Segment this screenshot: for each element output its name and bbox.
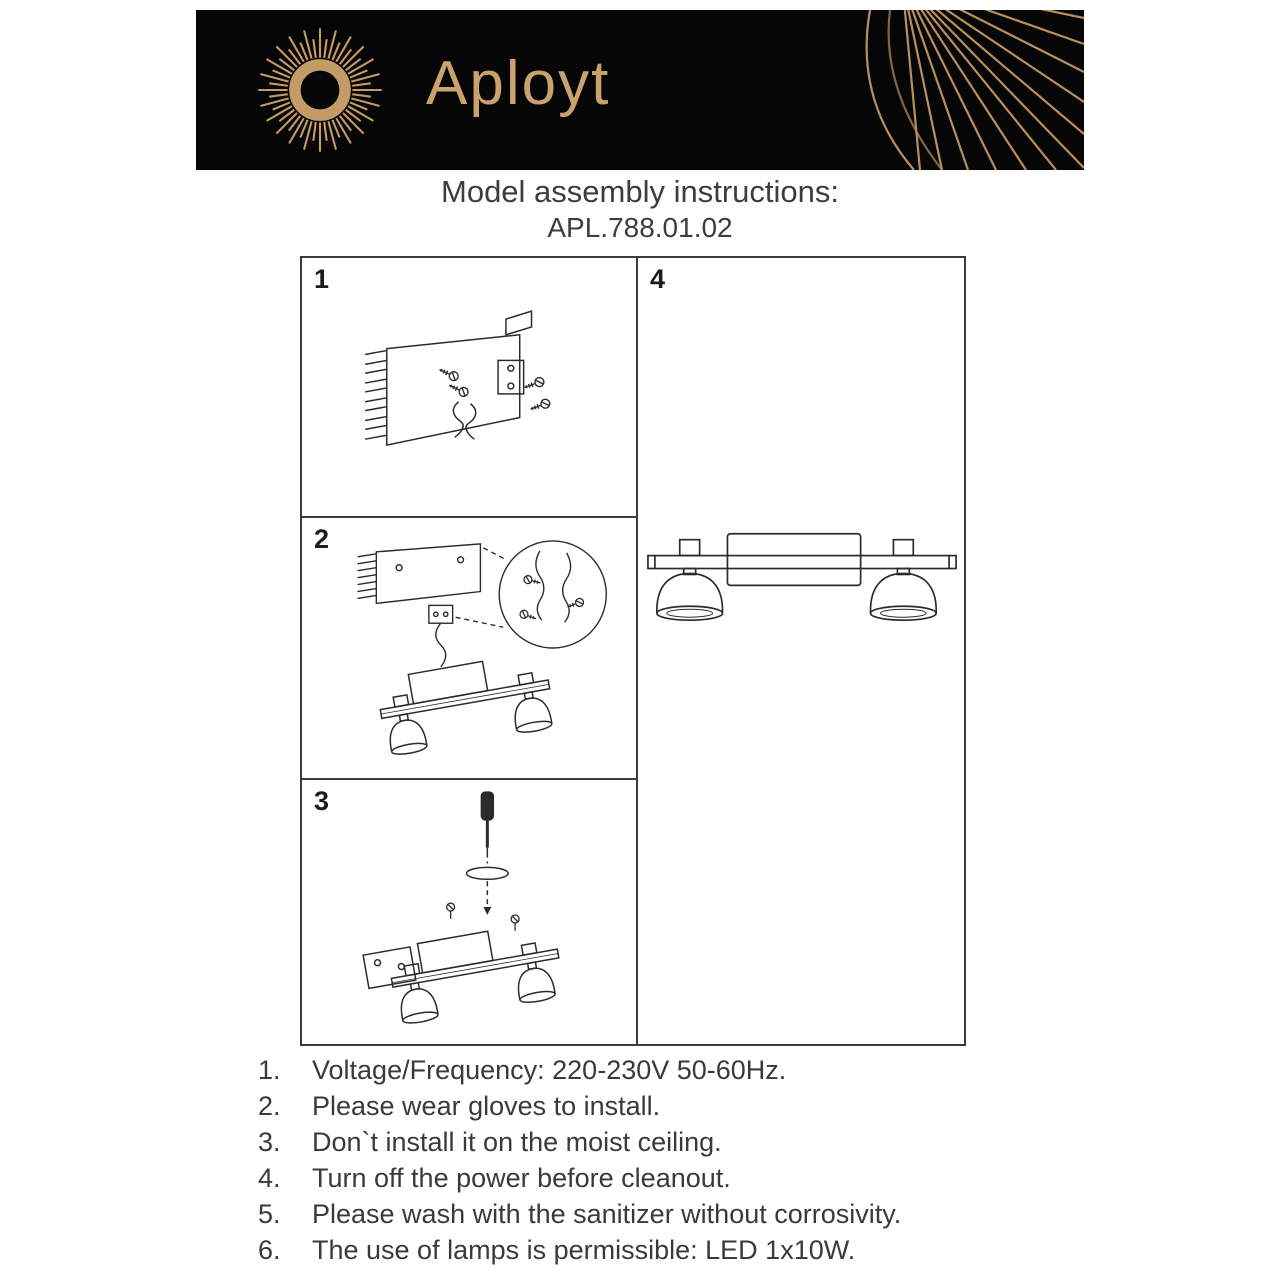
instruction-list: 1. Voltage/Frequency: 220-230V 50-60Hz. … [258, 1052, 901, 1268]
sunburst-logo-icon [258, 28, 382, 152]
instruction-text: Turn off the power before cleanout. [312, 1162, 731, 1193]
instruction-number: 6. [258, 1234, 281, 1265]
step-2-panel: 2 [300, 518, 638, 780]
panel-grid: 1 [300, 256, 966, 1046]
step-4-panel: 4 [638, 256, 966, 1046]
instruction-text: Don`t install it on the moist ceiling. [312, 1126, 722, 1157]
step-1-illustration [364, 310, 552, 447]
step-3-number: 3 [314, 786, 330, 816]
instruction-text: Please wear gloves to install. [312, 1090, 661, 1121]
brand-banner: Aployt [196, 10, 1084, 170]
step-1-panel: 1 [300, 256, 638, 518]
instruction-item: 3. Don`t install it on the moist ceiling… [258, 1124, 901, 1160]
instruction-number: 3. [258, 1126, 281, 1157]
instruction-text: Please wash with the sanitizer without c… [312, 1198, 902, 1229]
instruction-item: 2. Please wear gloves to install. [258, 1088, 901, 1124]
instruction-item: 6. The use of lamps is permissible: LED … [258, 1232, 901, 1268]
step-2-illustration [357, 540, 607, 755]
step-3-illustration [362, 791, 560, 1024]
instruction-item: 1. Voltage/Frequency: 220-230V 50-60Hz. [258, 1052, 901, 1088]
step-1-number: 1 [314, 264, 330, 294]
model-number: APL.788.01.02 [547, 212, 733, 243]
instruction-text: Voltage/Frequency: 220-230V 50-60Hz. [312, 1054, 787, 1085]
step-4-number: 4 [650, 264, 666, 294]
instruction-item: 5. Please wash with the sanitizer withou… [258, 1196, 901, 1232]
page-title: Model assembly instructions: [441, 174, 839, 209]
instruction-item: 4. Turn off the power before cleanout. [258, 1160, 901, 1196]
instruction-number: 2. [258, 1090, 281, 1121]
step-2-number: 2 [314, 524, 330, 554]
instruction-number: 4. [258, 1162, 281, 1193]
step-4-illustration [647, 532, 957, 622]
instruction-number: 1. [258, 1054, 281, 1085]
instruction-number: 5. [258, 1198, 281, 1229]
step-3-panel: 3 [300, 780, 638, 1046]
brand-logo: Aployt [426, 49, 611, 118]
rays-decoration-icon [865, 10, 1084, 170]
instruction-text: The use of lamps is permissible: LED 1x1… [312, 1234, 856, 1265]
